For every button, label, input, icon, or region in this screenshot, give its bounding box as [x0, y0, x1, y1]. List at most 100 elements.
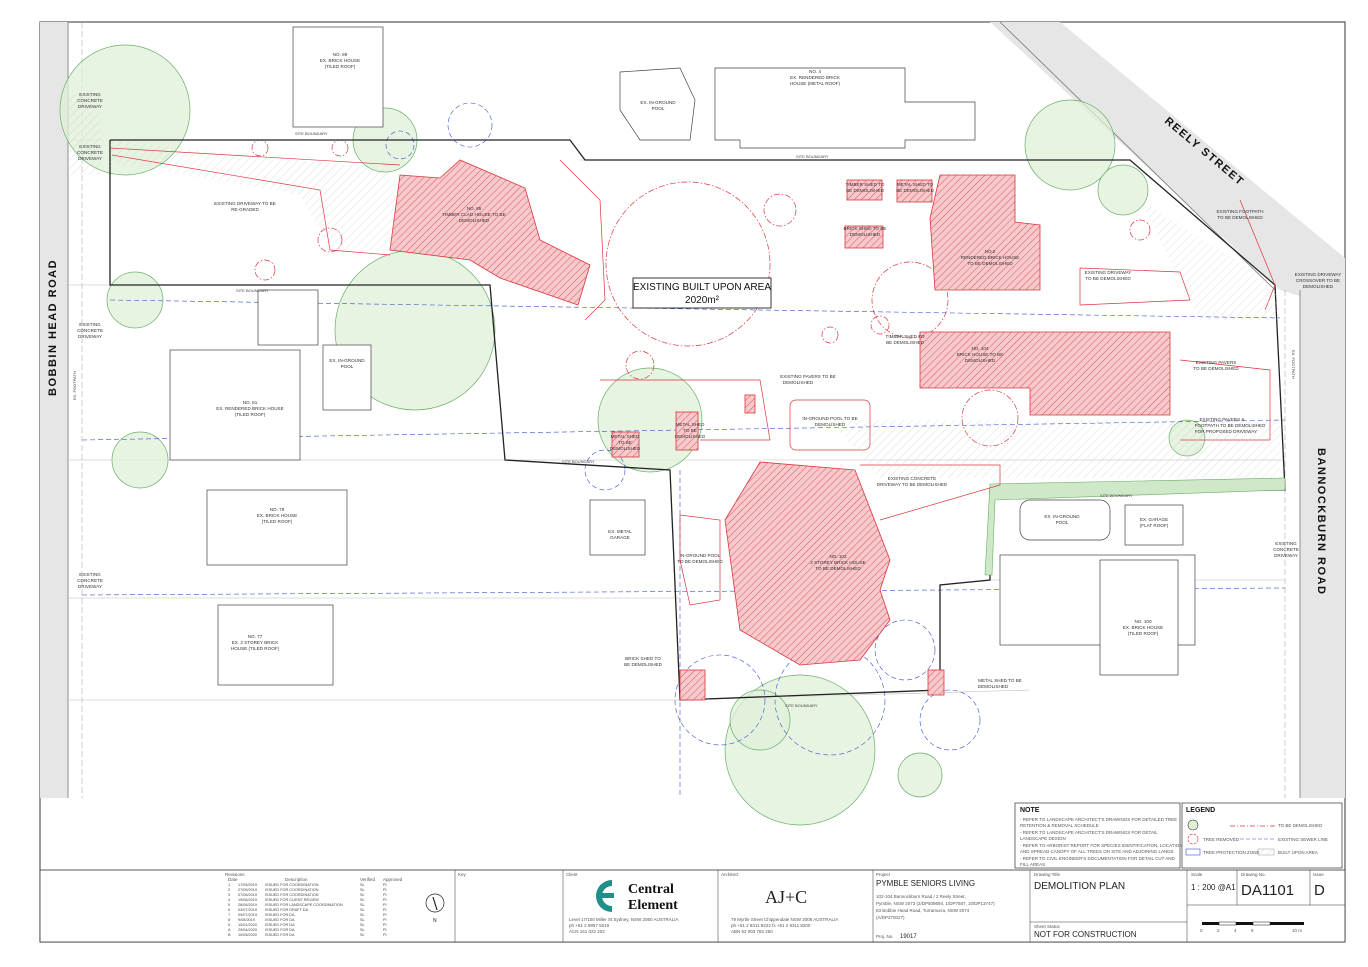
legend-tree-removed-icon — [1187, 833, 1199, 845]
north-label: N — [433, 918, 437, 924]
label-no77-desc: EX. 2 STOREY BRICK — [232, 640, 279, 645]
revision-cell: ISSUED FOR DA — [265, 928, 295, 932]
label-site-boundary-1: SITE BOUNDARY — [295, 131, 328, 136]
label-pool-demo-b: IN-GROUND POOL — [680, 553, 721, 558]
label-site-boundary-5: SITE BOUNDARY — [1100, 493, 1133, 498]
label-no79: NO. 79 — [270, 507, 285, 512]
note-line-5: AND SPREAD CANOPY OF ALL TREES ON SITE A… — [1020, 849, 1173, 854]
rev-header-2: Description — [285, 877, 308, 882]
revision-cell: SL — [360, 933, 365, 937]
label-concrete-driveway-1c: DRIVEWAY — [78, 104, 102, 109]
revision-cell: SL — [360, 898, 365, 902]
revision-cell: PI — [383, 898, 387, 902]
paving-hatch-a — [110, 140, 400, 250]
client-addr-3: ACN 151 022 202 — [569, 929, 605, 934]
legend-item-3: TREE PROTECTION ZONE — [1203, 850, 1260, 855]
note-line-1: RETENTION & REMOVAL SCHEDULE — [1020, 823, 1099, 828]
proj-no: 19017 — [900, 934, 917, 940]
revision-cell: 07/06/2019 — [238, 893, 257, 897]
label-no89-roof: (TILED ROOF) — [325, 64, 356, 69]
revision-cell: PI — [383, 888, 387, 892]
client-label: Client — [566, 872, 578, 877]
label-footpath-demo: EXISTING FOOTPATH — [1216, 209, 1263, 214]
label-site-boundary-4: SITE BOUNDARY — [562, 459, 595, 464]
paving-hatch-b — [830, 420, 1280, 478]
revision-cell: 7 — [228, 913, 230, 917]
revision-cell: SL — [360, 888, 365, 892]
label-metal-shed-top-2: BE DEMOLISHED — [896, 188, 934, 193]
revision-cell: 03/07/2019 — [238, 908, 257, 912]
revision-cell: 17/05/2019 — [238, 883, 257, 887]
scalebar-1: 2 — [1217, 928, 1220, 933]
label-concrete-driveway-3: EXISTING — [79, 322, 101, 327]
revision-cell: ISSUED FOR DA — [265, 933, 295, 937]
note-line-2: - REFER TO LANDSCAPE ARCHITECT'S DRAWING… — [1020, 830, 1158, 835]
revision-cell: 09/07/2019 — [238, 913, 257, 917]
revision-cell: B — [228, 933, 231, 937]
label-no77-roof: HOUSE (TILED ROOF) — [231, 646, 280, 651]
scale-value: 1 : 200 @A1 — [1191, 883, 1236, 892]
architect-addr-3: ABN 52 003 782 250 — [731, 929, 773, 934]
label-crossover-demo: EXISTING DRIVEWAY — [1295, 272, 1342, 277]
road-label-bannockburn: BANNOCKBURN ROAD — [1315, 448, 1327, 595]
revision-cell: 9 — [228, 923, 230, 927]
revision-cell: 6 — [228, 908, 230, 912]
label-pavers-mid-2: DEMOLISHED — [783, 380, 814, 385]
label-no81-desc: EX. RENDERED BRICK HOUSE — [216, 406, 283, 411]
note-line-4: - REFER TO ARBORIST REPORT FOR SPECIES I… — [1020, 843, 1182, 848]
label-timber-shed-mid-2: BE DEMOLISHED — [886, 340, 924, 345]
label-concrete-driveway-2b: CONCRETE — [77, 150, 103, 155]
label-no104-demo: DEMOLISHED — [965, 358, 996, 363]
buildings-to-be-demolished — [389, 159, 1171, 701]
revision-cell: PI — [383, 928, 387, 932]
label-concrete-driveway-1b: CONCRETE — [77, 98, 103, 103]
label-brick-shed: BRICK SHED TO — [625, 656, 661, 661]
revision-cell: ISSUED FOR DA — [265, 923, 295, 927]
label-no2-demo: TO BE DEMOLISHED — [967, 261, 1013, 266]
scalebar-4: 10 m — [1292, 928, 1302, 933]
project-label: Project — [876, 872, 891, 877]
label-driveway-demo: EXISTING DRIVEWAY — [1085, 270, 1132, 275]
revision-cell: SL — [360, 883, 365, 887]
scalebar-3: 6 — [1251, 928, 1254, 933]
revision-cell: PI — [383, 908, 387, 912]
revision-cell: SL — [360, 923, 365, 927]
label-no102-demo: TO BE DEMOLISHED — [815, 566, 861, 571]
label-no104: NO. 104 — [971, 346, 989, 351]
label-brick-shed-top-2: DEMOLISHED — [850, 232, 881, 237]
architect-logo: AJ+C — [765, 887, 807, 907]
notes-box: NOTE - REFER TO LANDSCAPE ARCHITECT'S DR… — [1014, 802, 1182, 869]
label-concrete-driveway-4: EXISTING — [79, 572, 101, 577]
label-crossover-demo-2: CROSSOVER TO BE — [1296, 278, 1340, 283]
drawing-title-panel: Drawing Title DEMOLITION PLAN Sheet Stat… — [1034, 872, 1137, 939]
note-line-6: - REFER TO CIVIL ENGINEER'S DOCUMENTATIO… — [1020, 856, 1176, 861]
label-site-boundary-2: SITE BOUNDARY — [796, 154, 829, 159]
revision-cell: SL — [360, 928, 365, 932]
label-ex-pool: EX. IN-GROUND — [640, 100, 676, 105]
site-boundary — [109, 139, 1286, 701]
client-addr-2: ph +61 2 9957 5019 — [569, 923, 610, 928]
revision-cell: 28/06/2019 — [238, 903, 257, 907]
label-driveway-regraded-2: RE-GRADED — [231, 207, 259, 212]
label-timber-shed-mid: TIMBER SHED TO — [886, 334, 925, 339]
drawing-number-panel: Scale 1 : 200 @A1 Drawing No. DA1101 Iss… — [1191, 872, 1325, 933]
revision-cell: A — [228, 928, 231, 932]
drawing-title: DEMOLITION PLAN — [1034, 881, 1125, 892]
rev-header-0: Revisions — [225, 872, 245, 877]
key-panel: Key N — [425, 872, 467, 924]
label-metal-shed-right: METAL SHED TO BE — [978, 678, 1022, 683]
label-no100-roof: (TILED ROOF) — [1128, 631, 1159, 636]
project-addr-3: 83 Bobbin Head Road, Turramurra, NSW 207… — [876, 908, 970, 913]
label-no4: NO. 4 — [809, 69, 821, 74]
label-pool-demo: IN-GROUND POOL TO BE — [802, 416, 857, 421]
revision-cell: 9/08/2019 — [238, 918, 255, 922]
revision-cell: ISSUED FOR DA — [265, 918, 295, 922]
revision-cell: ISSUED FOR COORDINATION — [265, 888, 319, 892]
label-concrete-driveway-1: EXISTING — [79, 92, 101, 97]
issue-value: D — [1314, 882, 1325, 899]
label-no100: NO. 100 — [1134, 619, 1152, 624]
label-pavers-demo-2: TO BE DEMOLISHED — [1193, 366, 1239, 371]
revision-cell: PI — [383, 903, 387, 907]
revision-cell: 8 — [228, 918, 230, 922]
